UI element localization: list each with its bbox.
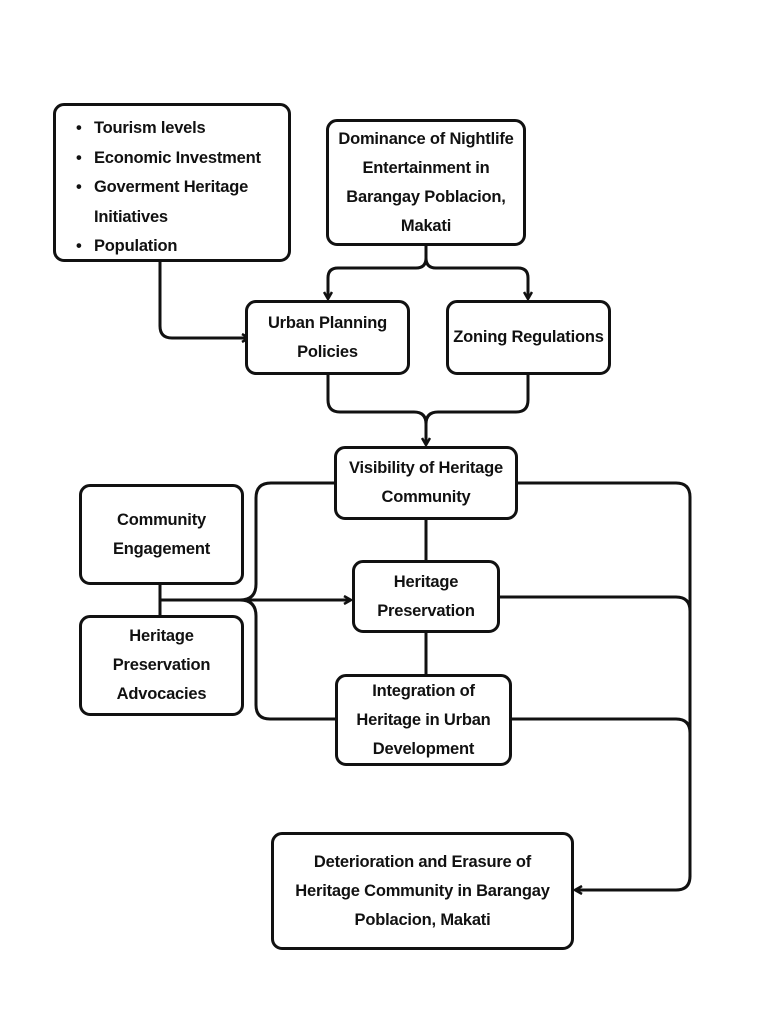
community-engagement-box: Community Engagement [79, 484, 244, 585]
arrow-nightlife-to-urban-planning [328, 244, 428, 298]
arrow-urban-planning-merge [326, 373, 426, 444]
factor-item-continuation: Initiatives [94, 207, 168, 226]
line-zoning-merge [424, 373, 530, 426]
urban-planning-box: Urban Planning Policies [245, 300, 410, 375]
community-engagement-label: Community Engagement [112, 510, 211, 558]
nightlife-label: Dominance of Nightlife Entertainment in … [338, 129, 514, 235]
zoning-label: Zoning Regulations [453, 328, 604, 346]
deterioration-label: Deterioration and Erasure of Heritage Co… [295, 852, 550, 929]
deterioration-box: Deterioration and Erasure of Heritage Co… [271, 832, 574, 950]
factors-list: Tourism levels Economic Investment Gover… [76, 114, 261, 262]
integration-box: Integration of Heritage in Urban Develop… [335, 674, 512, 766]
integration-label: Integration of Heritage in Urban Develop… [356, 681, 491, 758]
factor-item: Tourism levels [76, 114, 261, 144]
zoning-box: Zoning Regulations [446, 300, 611, 375]
arrow-to-deterioration [576, 874, 692, 890]
line-integration-right [510, 717, 692, 735]
advocacies-box: Heritage Preservation Advocacies [79, 615, 244, 716]
line-visibility-right [516, 481, 692, 878]
factor-item: Population [76, 232, 261, 262]
arrow-junction-to-visibility [238, 483, 350, 602]
arrow-junction-to-integration [238, 598, 350, 719]
arrow-nightlife-to-zoning [424, 244, 528, 298]
arrow-factors-to-urban-planning [158, 260, 248, 338]
heritage-preservation-box: Heritage Preservation [352, 560, 500, 633]
nightlife-box: Dominance of Nightlife Entertainment in … [326, 119, 526, 246]
urban-planning-label: Urban Planning Policies [267, 313, 388, 361]
factors-box: Tourism levels Economic Investment Gover… [53, 103, 291, 262]
heritage-preservation-label: Heritage Preservation [377, 572, 475, 620]
line-preservation-right [498, 595, 692, 613]
factor-item: Goverment Heritage [76, 173, 261, 203]
advocacies-label: Heritage Preservation Advocacies [112, 627, 211, 703]
factor-item: Economic Investment [76, 144, 261, 174]
visibility-label: Visibility of Heritage Community [349, 459, 503, 506]
visibility-box: Visibility of Heritage Community [334, 446, 518, 520]
